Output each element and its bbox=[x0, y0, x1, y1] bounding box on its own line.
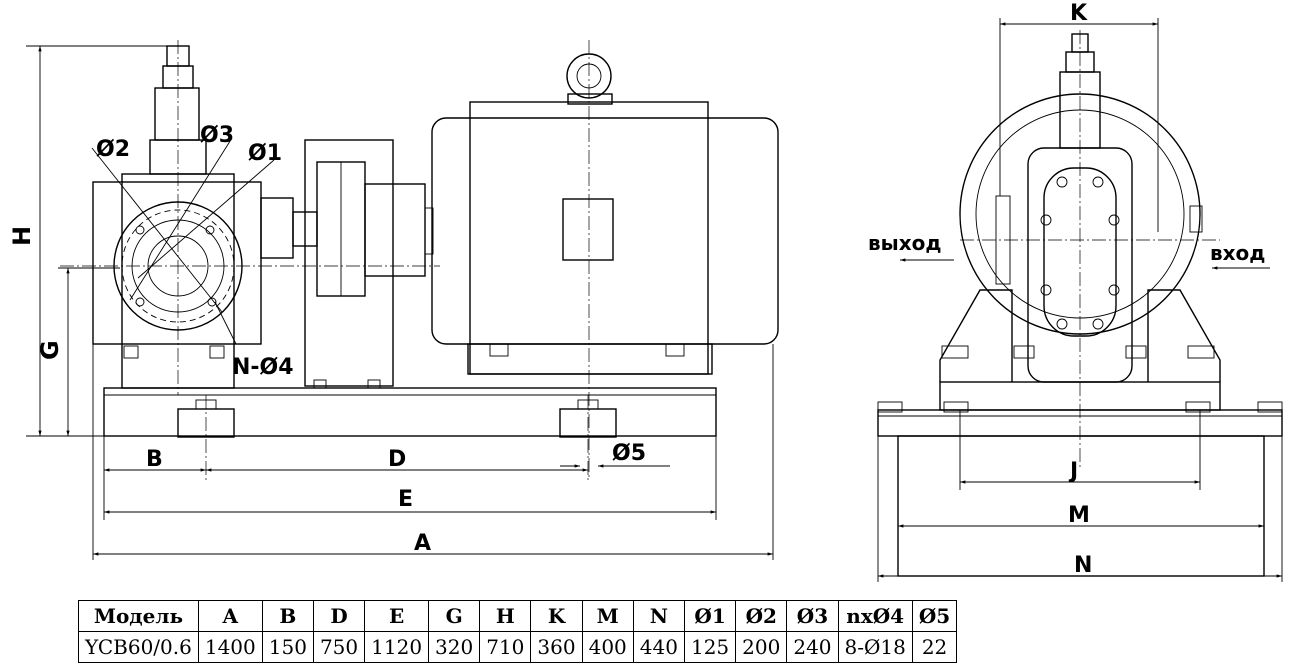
cell-d: 750 bbox=[312, 631, 366, 663]
header-h: H bbox=[479, 600, 532, 632]
header-k: K bbox=[530, 600, 583, 632]
coupling bbox=[260, 139, 434, 389]
pump-assembly-drawing: H G B D Ø5 E A Ø2 Ø3 Ø1 N-Ø4 bbox=[8, 1, 1283, 582]
header-b: B bbox=[261, 600, 314, 632]
dim-k-label: K bbox=[1070, 1, 1088, 26]
header-d5: Ø5 bbox=[911, 600, 958, 632]
cell-d1: 125 bbox=[683, 631, 737, 663]
cell-d2: 200 bbox=[735, 631, 788, 663]
cell-n: 440 bbox=[632, 631, 685, 663]
header-d1: Ø1 bbox=[683, 600, 737, 632]
cell-m: 400 bbox=[581, 631, 634, 663]
header-d: D bbox=[312, 600, 366, 632]
gear-pump bbox=[60, 40, 440, 395]
outlet-label: выход bbox=[868, 231, 942, 255]
header-d2: Ø2 bbox=[735, 600, 788, 632]
dim-e-label: E bbox=[398, 487, 413, 512]
header-g: G bbox=[428, 600, 481, 632]
dim-j-label: J bbox=[1068, 459, 1078, 484]
dim-h-label: H bbox=[8, 226, 36, 246]
electric-motor bbox=[431, 40, 779, 480]
dia-3-label: Ø3 bbox=[200, 123, 234, 148]
dia-1-label: Ø1 bbox=[248, 141, 282, 166]
header-e: E bbox=[364, 600, 430, 632]
dim-n-label: N bbox=[1074, 553, 1092, 578]
cell-b: 150 bbox=[261, 631, 314, 663]
cell-a: 1400 bbox=[197, 631, 263, 663]
table-row: YCB60/0.6 1400 150 750 1120 320 710 360 … bbox=[78, 631, 958, 663]
spec-table-header-row: Модель A B D E G H K M N Ø1 Ø2 Ø3 nxØ4 Ø… bbox=[78, 600, 958, 632]
header-m: M bbox=[581, 600, 634, 632]
dim-d-label: D bbox=[388, 447, 406, 472]
header-d3: Ø3 bbox=[786, 600, 839, 632]
inlet-label: вход bbox=[1210, 241, 1265, 265]
front-view: K J M N выход вход bbox=[868, 1, 1283, 582]
spec-table: Модель A B D E G H K M N Ø1 Ø2 Ø3 nxØ4 Ø… bbox=[78, 600, 958, 663]
header-a: A bbox=[197, 600, 263, 632]
cell-model: YCB60/0.6 bbox=[78, 631, 199, 663]
dim-a-label: A bbox=[414, 531, 431, 556]
dim-m-label: M bbox=[1068, 503, 1090, 528]
foundation-bolt-right bbox=[559, 395, 617, 480]
cell-d3: 240 bbox=[786, 631, 839, 663]
cell-nd4: 8-Ø18 bbox=[837, 631, 913, 663]
cell-g: 320 bbox=[428, 631, 481, 663]
header-n: N bbox=[632, 600, 685, 632]
bolt-holes-label: N-Ø4 bbox=[232, 355, 294, 380]
foundation-bolt-left bbox=[177, 395, 235, 480]
base-frame bbox=[103, 387, 717, 437]
dim-d5-label: Ø5 bbox=[612, 441, 646, 466]
cell-d5: 22 bbox=[911, 631, 958, 663]
cell-h: 710 bbox=[479, 631, 532, 663]
dia-2-label: Ø2 bbox=[96, 137, 130, 162]
side-view: H G B D Ø5 E A Ø2 Ø3 Ø1 N-Ø4 bbox=[8, 40, 779, 560]
dim-g-label: G bbox=[36, 340, 64, 360]
cell-e: 1120 bbox=[364, 631, 430, 663]
header-model: Модель bbox=[78, 600, 199, 632]
cell-k: 360 bbox=[530, 631, 583, 663]
header-nd4: nxØ4 bbox=[837, 600, 913, 632]
dim-b-label: B bbox=[146, 447, 163, 472]
